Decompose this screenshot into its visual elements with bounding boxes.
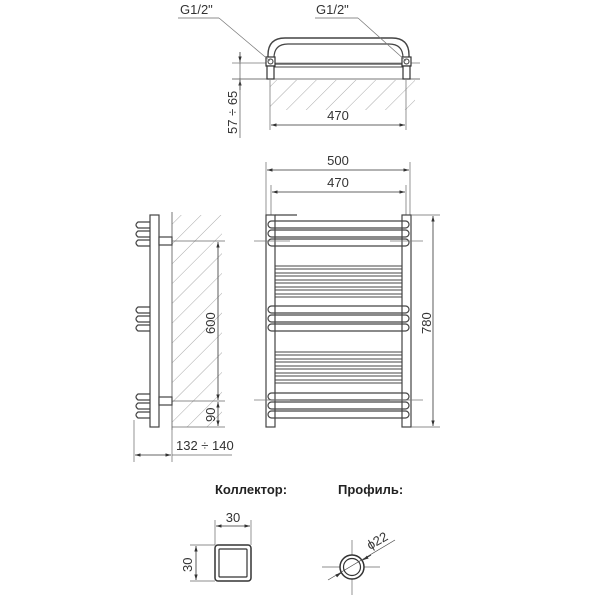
wall-hatch [270, 80, 415, 110]
profile-section: Профиль: ϕ22 [322, 482, 403, 595]
collector-width-dim: 30 [226, 510, 240, 525]
collector-label: Коллектор: [215, 482, 287, 497]
depth-dim: 132 ÷ 140 [176, 438, 234, 453]
bar-outer [267, 37, 410, 62]
bar-group-top [267, 220, 410, 247]
wall-offset-dim: 57 ÷ 65 [225, 91, 240, 134]
thread-label-right: G1/2" [316, 2, 349, 17]
collector-height-dim: 30 [180, 558, 195, 572]
wall-hatch-side [172, 215, 222, 427]
front-view: 500 470 [254, 153, 440, 428]
connection-spacing-dim: 600 [203, 312, 218, 334]
collector-right [401, 214, 412, 428]
profile-label: Профиль: [338, 482, 403, 497]
overall-width-dim: 500 [327, 153, 349, 168]
collector-left [265, 214, 276, 428]
top-width-dim: 470 [327, 108, 349, 123]
bracket-top [158, 236, 173, 246]
bar-group-bottom [267, 392, 410, 419]
top-view: G1/2" G1/2" 57 ÷ 65 470 [178, 2, 420, 138]
bar-group-middle [267, 305, 410, 332]
connection-width-dim: 470 [327, 175, 349, 190]
thread-label-left: G1/2" [180, 2, 213, 17]
side-view: 600 90 132 ÷ 140 [133, 212, 234, 462]
bracket-bottom [158, 396, 173, 406]
profile-circle-inner [342, 557, 362, 577]
bottom-offset-dim: 90 [203, 408, 218, 422]
overall-height-dim: 780 [419, 312, 434, 334]
bar-group-upper-straight [275, 265, 402, 298]
bar-inner [273, 43, 404, 62]
side-collector [149, 214, 160, 428]
bar-group-lower-straight [275, 351, 402, 384]
side-bar-loops [135, 221, 150, 419]
collector-square-inner [218, 548, 248, 578]
profile-diameter-dim: ϕ22 [364, 529, 390, 553]
collector-section: Коллектор: 30 30 [180, 482, 287, 582]
